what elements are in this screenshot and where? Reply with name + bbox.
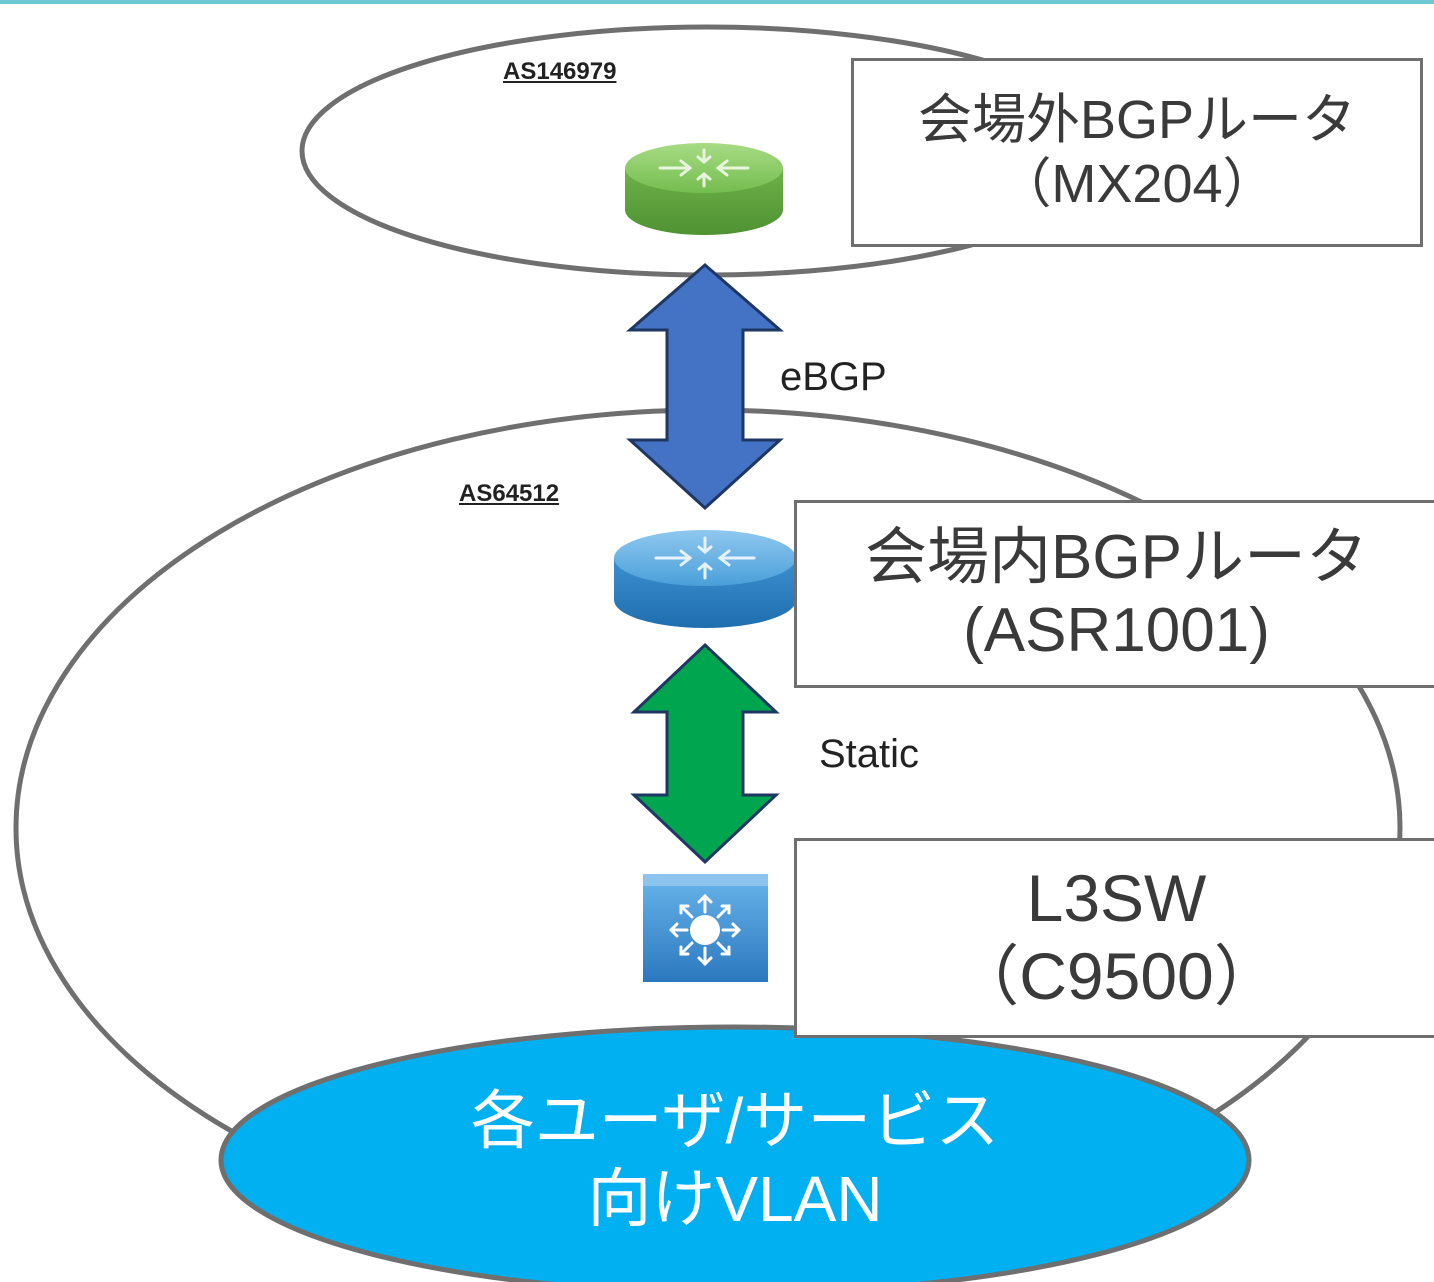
static-link-arrow (630, 642, 780, 865)
external-as-label: AS146979 (503, 58, 617, 85)
vlan-ellipse (218, 1024, 1252, 1282)
top-accent-rule (0, 0, 1434, 4)
internal-as-label: AS64512 (459, 480, 560, 507)
internal-router-callout: 会場内BGPルータ (ASR1001) (794, 500, 1434, 688)
ebgp-link-label: eBGP (780, 355, 887, 399)
l3-switch-model: （C9500） (953, 939, 1280, 1013)
external-router-name: 会場外BGPルータ (917, 89, 1357, 150)
external-router-model: （MX204） (997, 153, 1277, 214)
layer3-switch-icon (643, 874, 768, 982)
vlan-label-line2: 向けVLAN (587, 1163, 883, 1235)
ebgp-link-arrow (625, 263, 785, 511)
router-icon (614, 530, 796, 628)
router-icon (625, 143, 783, 235)
vlan-label: 各ユーザ/サービス 向けVLAN (220, 1040, 1250, 1280)
vlan-label-line1: 各ユーザ/サービス (470, 1084, 1000, 1157)
l3-switch-name: L3SW (1026, 861, 1207, 936)
external-router-callout: 会場外BGPルータ （MX204） (851, 58, 1423, 247)
l3-switch-callout: L3SW （C9500） (794, 838, 1434, 1038)
internal-router-model: (ASR1001) (963, 596, 1270, 665)
static-link-label: Static (819, 732, 920, 776)
internal-router-name: 会場内BGPルータ (865, 522, 1368, 592)
